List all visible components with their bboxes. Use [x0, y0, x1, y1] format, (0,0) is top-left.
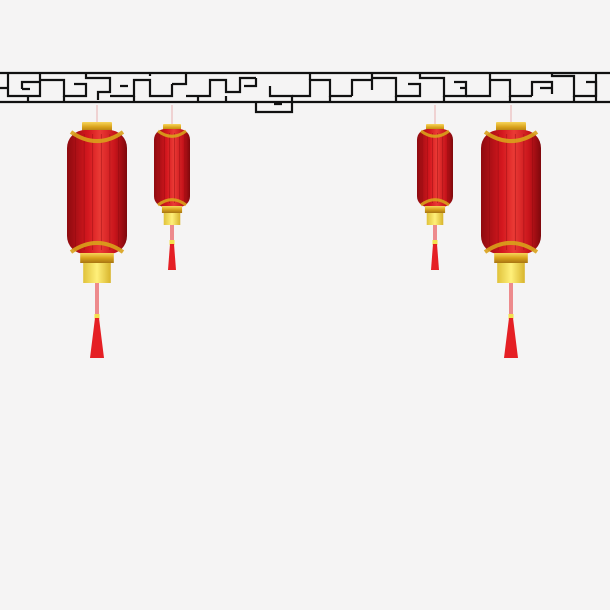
lantern-small-right [417, 105, 453, 270]
lantern-yellow-cap [497, 263, 525, 283]
tassel-knot [508, 314, 514, 319]
lantern-gold-trim-top [69, 130, 125, 144]
lantern-bottom-cap [494, 253, 528, 263]
lantern-body [67, 130, 127, 254]
lantern-bottom-cap [424, 206, 446, 213]
tassel-fringe [504, 318, 518, 358]
lantern-yellow-cap [163, 213, 181, 225]
lantern-top-cap [82, 122, 112, 132]
lanterns [67, 105, 541, 358]
lantern-gold-trim-bottom [483, 240, 539, 254]
lantern-gold-trim-bottom [420, 198, 450, 207]
lantern-gold-trim-bottom [157, 198, 187, 207]
lantern-body [481, 130, 541, 254]
lantern-body [417, 129, 453, 207]
lantern-body [154, 129, 190, 207]
lantern-gold-trim-top [157, 129, 187, 138]
lantern-bottom-cap [161, 206, 183, 213]
tassel-fringe [431, 244, 439, 270]
lantern-top-cap [496, 122, 526, 132]
lantern-large-left [67, 105, 127, 358]
lattice-frieze [0, 71, 610, 114]
tassel-knot [432, 240, 438, 245]
lantern-bottom-cap [80, 253, 114, 263]
lantern-yellow-cap [83, 263, 111, 283]
lantern-yellow-cap [426, 213, 444, 225]
tassel-fringe [168, 244, 176, 270]
tassel-knot [94, 314, 100, 319]
lantern-gold-trim-top [483, 130, 539, 144]
lantern-small-left [154, 105, 190, 270]
lantern-large-right [481, 105, 541, 358]
lantern-gold-trim-top [420, 129, 450, 138]
tassel-knot [169, 240, 175, 245]
lantern-gold-trim-bottom [69, 240, 125, 254]
tassel-fringe [90, 318, 104, 358]
